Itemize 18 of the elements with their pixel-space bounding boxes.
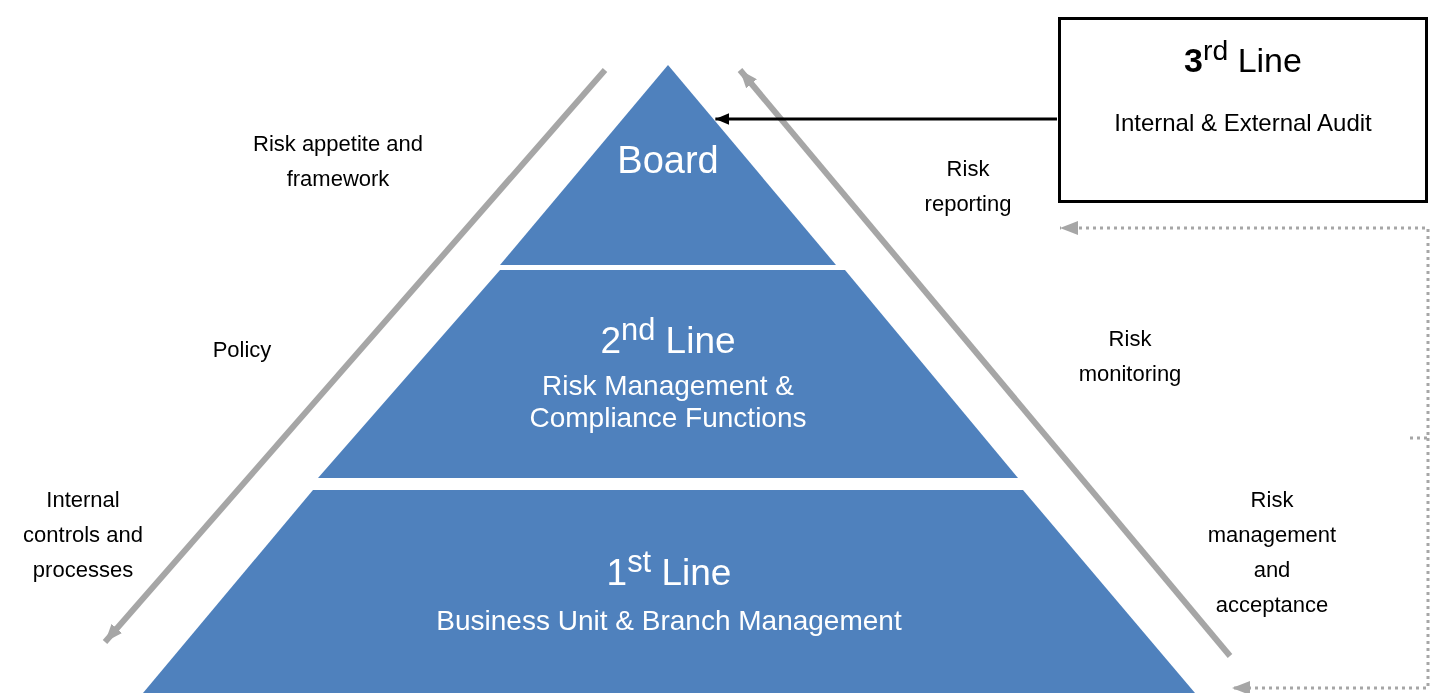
flow-label: Internal controls and processes [22,486,144,584]
pyramid-tier [500,65,836,265]
flow-label: Risk monitoring [1077,325,1183,388]
flow-label: Risk reporting [923,155,1013,218]
tier-title: Board [616,138,720,183]
tier-title: 2$^{nd}$ Line [599,311,737,364]
pyramid-tier [143,490,1195,693]
arrow [715,113,1057,125]
tier-title: 1$^{st}$ Line [605,543,733,596]
pyramid-tier [318,270,1018,478]
tier-title: 3$^{rd}$ Line [1183,33,1303,82]
tier-description: Risk Management & Compliance Functions [528,370,808,434]
flow-label: Risk appetite and framework [252,130,424,193]
tier-description: Business Unit & Branch Management [435,604,903,638]
tier-description: Internal & External Audit [1113,108,1373,137]
flow-label: Policy [211,336,273,364]
flow-label: Risk management and acceptance [1206,486,1338,619]
audit-box [1058,17,1428,203]
